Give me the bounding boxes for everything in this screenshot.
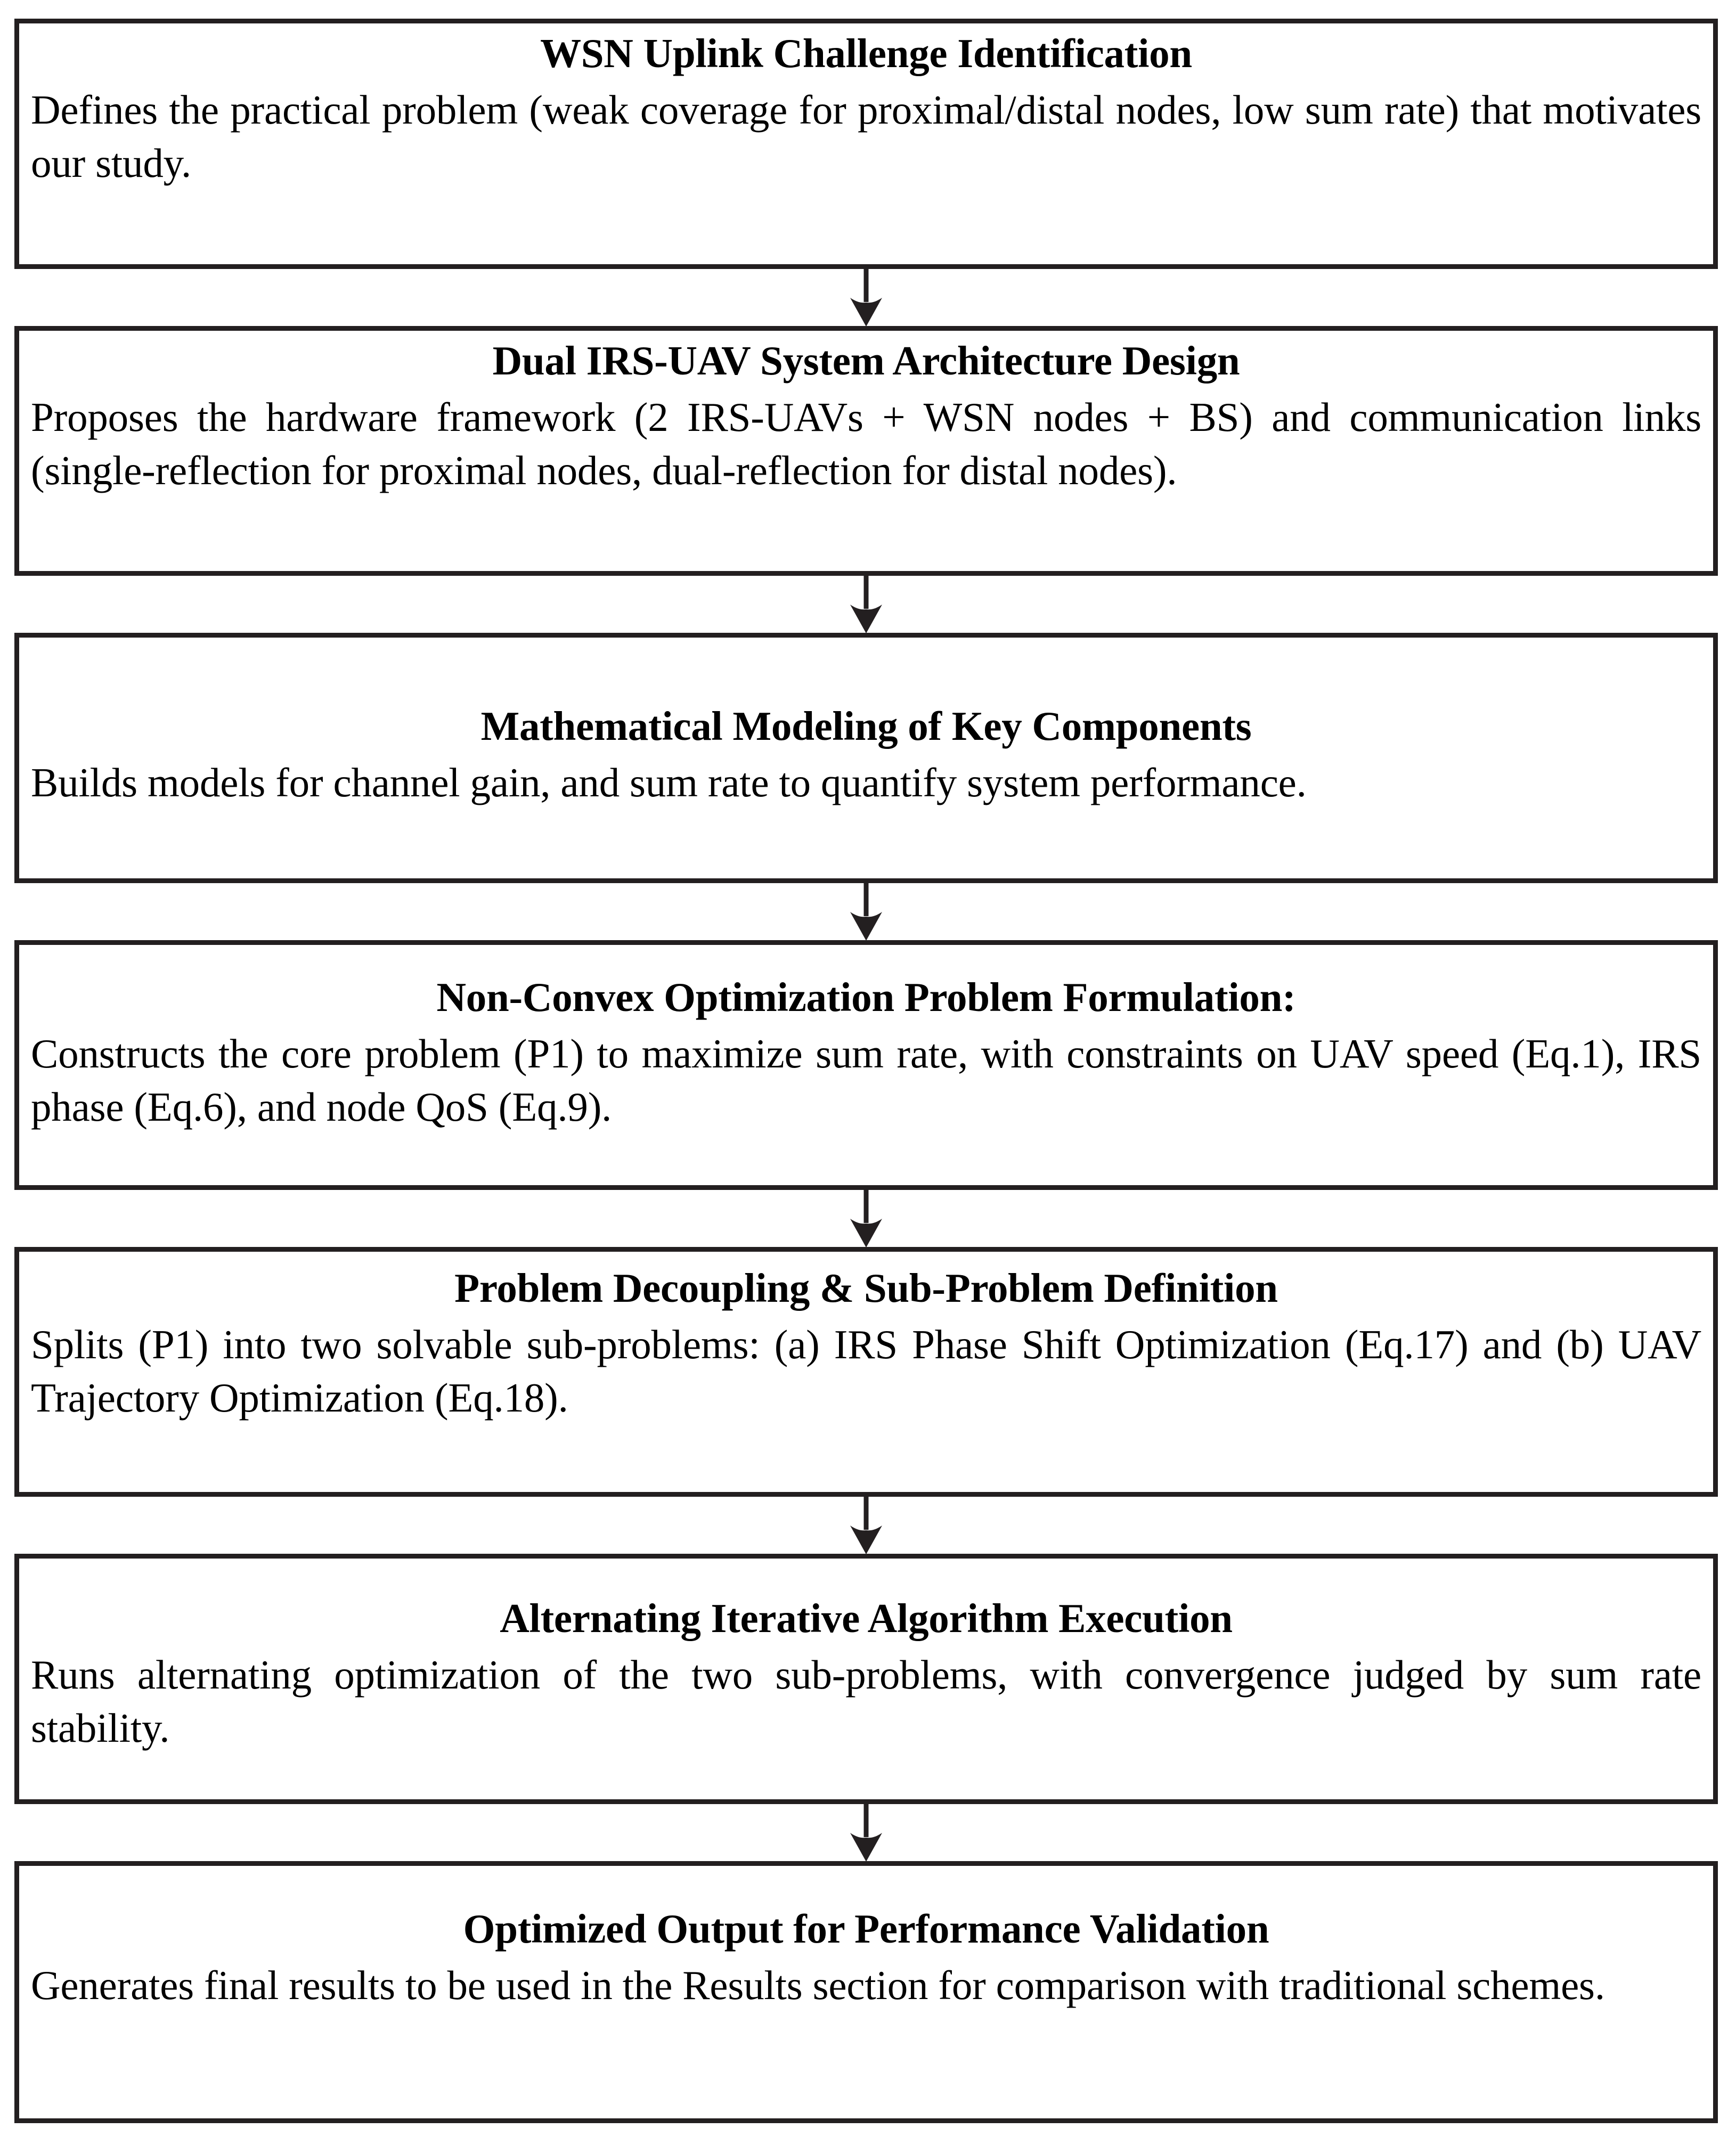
connector-4-to-5 xyxy=(14,1190,1718,1247)
arrow-shaft xyxy=(863,883,869,916)
flow-step-4: Non-Convex Optimization Problem Formulat… xyxy=(14,940,1718,1190)
flow-step-7: Optimized Output for Performance Validat… xyxy=(14,1861,1718,2123)
connector-2-to-3 xyxy=(14,576,1718,633)
flow-step-3-body: Builds models for channel gain, and sum … xyxy=(31,759,1307,805)
down-arrow-icon xyxy=(850,603,882,633)
arrow-shaft xyxy=(863,576,869,609)
connector-1-to-2 xyxy=(14,269,1718,327)
arrow-shaft xyxy=(863,1190,869,1223)
flow-step-7-title: Optimized Output for Performance Validat… xyxy=(463,1906,1269,1952)
arrow-shaft xyxy=(863,1804,869,1837)
flow-step-5: Problem Decoupling & Sub-Problem Definit… xyxy=(14,1247,1718,1497)
flow-step-2-body: Proposes the hardware framework (2 IRS-U… xyxy=(31,394,1701,494)
arrow-shaft xyxy=(863,1497,869,1530)
connector-5-to-6 xyxy=(14,1497,1718,1554)
flow-step-2: Dual IRS-UAV System Architecture Design … xyxy=(14,326,1718,576)
flow-step-6-body: Runs alternating optimization of the two… xyxy=(31,1651,1701,1751)
connector-3-to-4 xyxy=(14,883,1718,941)
flow-step-5-body: Splits (P1) into two solvable sub-proble… xyxy=(31,1321,1701,1421)
flow-step-7-body: Generates final results to be used in th… xyxy=(31,1962,1605,2008)
flow-step-1-title: WSN Uplink Challenge Identification xyxy=(540,30,1192,76)
flow-step-3: Mathematical Modeling of Key Components … xyxy=(14,633,1718,883)
down-arrow-icon xyxy=(850,1218,882,1247)
down-arrow-icon xyxy=(850,1524,882,1554)
flow-step-4-title: Non-Convex Optimization Problem Formulat… xyxy=(436,974,1296,1020)
flow-step-5-title: Problem Decoupling & Sub-Problem Definit… xyxy=(454,1265,1278,1311)
flow-step-4-body: Constructs the core problem (P1) to maxi… xyxy=(31,1030,1701,1130)
flow-step-6: Alternating Iterative Algorithm Executio… xyxy=(14,1554,1718,1804)
down-arrow-icon xyxy=(850,1832,882,1862)
down-arrow-icon xyxy=(850,911,882,941)
flow-step-6-title: Alternating Iterative Algorithm Executio… xyxy=(500,1595,1233,1641)
arrow-shaft xyxy=(863,269,869,302)
flow-step-2-title: Dual IRS-UAV System Architecture Design xyxy=(492,338,1240,384)
flow-step-3-title: Mathematical Modeling of Key Components xyxy=(480,703,1252,749)
flow-step-1: WSN Uplink Challenge Identification Defi… xyxy=(14,19,1718,269)
connector-6-to-7 xyxy=(14,1804,1718,1862)
down-arrow-icon xyxy=(850,297,882,327)
flow-step-1-body: Defines the practical problem (weak cove… xyxy=(31,86,1701,186)
